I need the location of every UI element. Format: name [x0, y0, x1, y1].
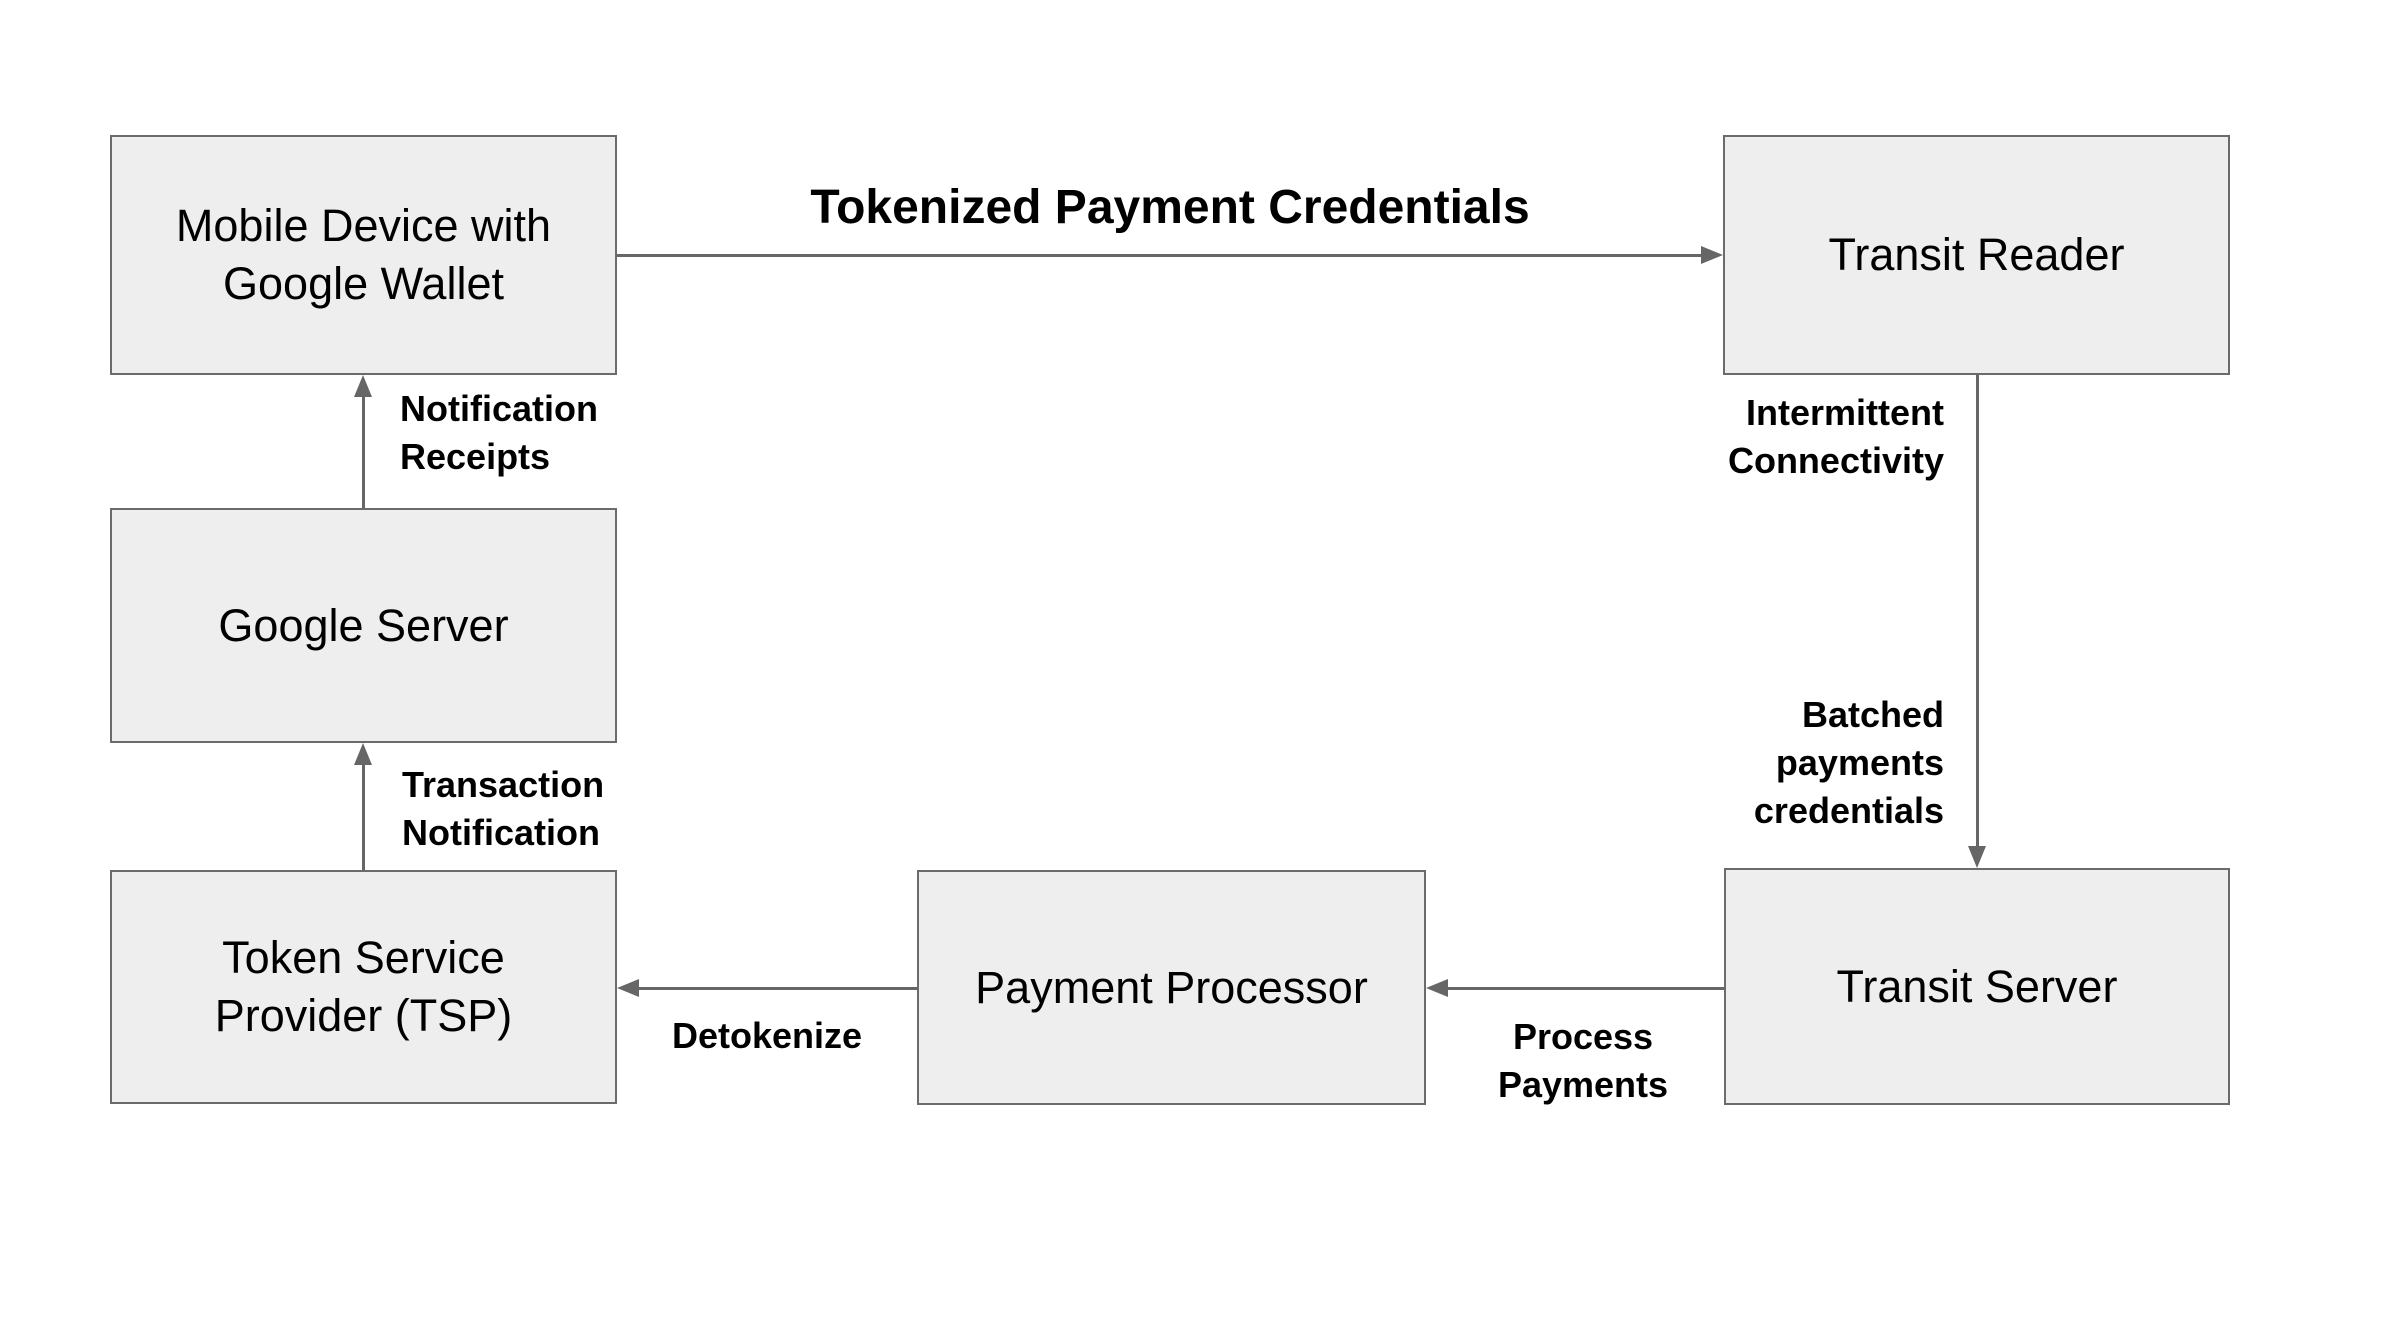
node-tsp: Token Service Provider (TSP): [110, 870, 617, 1104]
arrow-detokenize-head-icon: [617, 979, 639, 997]
arrow-detokenize-line: [638, 987, 917, 990]
arrow-tokenized-head-icon: [1701, 246, 1723, 264]
edge-label-intermittent-connectivity: Intermittent Connectivity: [1727, 392, 1944, 481]
arrow-transaction-notification-line: [362, 764, 365, 870]
arrow-process-payments-line: [1447, 987, 1724, 990]
arrow-batched-payments-line: [1976, 375, 1979, 848]
node-mobile-device-label: Mobile Device with Google Wallet: [175, 200, 552, 309]
node-transit-server-label: Transit Server: [1836, 960, 2118, 1012]
arrow-notification-receipts-head-icon: [354, 375, 372, 397]
node-transit-server: Transit Server: [1724, 868, 2230, 1105]
node-payment-processor-label: Payment Processor: [975, 961, 1368, 1013]
edge-label-transaction-notification: Transaction Notification: [402, 764, 605, 853]
arrow-notification-receipts-line: [362, 396, 365, 508]
edge-label-detokenize: Detokenize: [671, 1015, 863, 1056]
arrow-tokenized-line: [617, 254, 1703, 257]
node-google-server: Google Server: [110, 508, 617, 743]
node-transit-reader-label: Transit Reader: [1828, 229, 2125, 280]
arrow-process-payments-head-icon: [1426, 979, 1448, 997]
edge-label-batched-payments: Batched payments credentials: [1753, 694, 1944, 831]
edge-label-notification-receipts: Notification Receipts: [400, 388, 598, 477]
node-mobile-device: Mobile Device with Google Wallet: [110, 135, 617, 375]
arrow-batched-payments-head-icon: [1968, 846, 1986, 868]
edge-label-process-payments: Process Payments: [1497, 1016, 1669, 1105]
node-google-server-label: Google Server: [218, 599, 509, 651]
node-tsp-label: Token Service Provider (TSP): [214, 932, 513, 1041]
node-payment-processor: Payment Processor: [917, 870, 1426, 1105]
arrow-transaction-notification-head-icon: [354, 743, 372, 765]
node-transit-reader: Transit Reader: [1723, 135, 2230, 375]
edge-label-tokenized: Tokenized Payment Credentials: [810, 181, 1530, 234]
